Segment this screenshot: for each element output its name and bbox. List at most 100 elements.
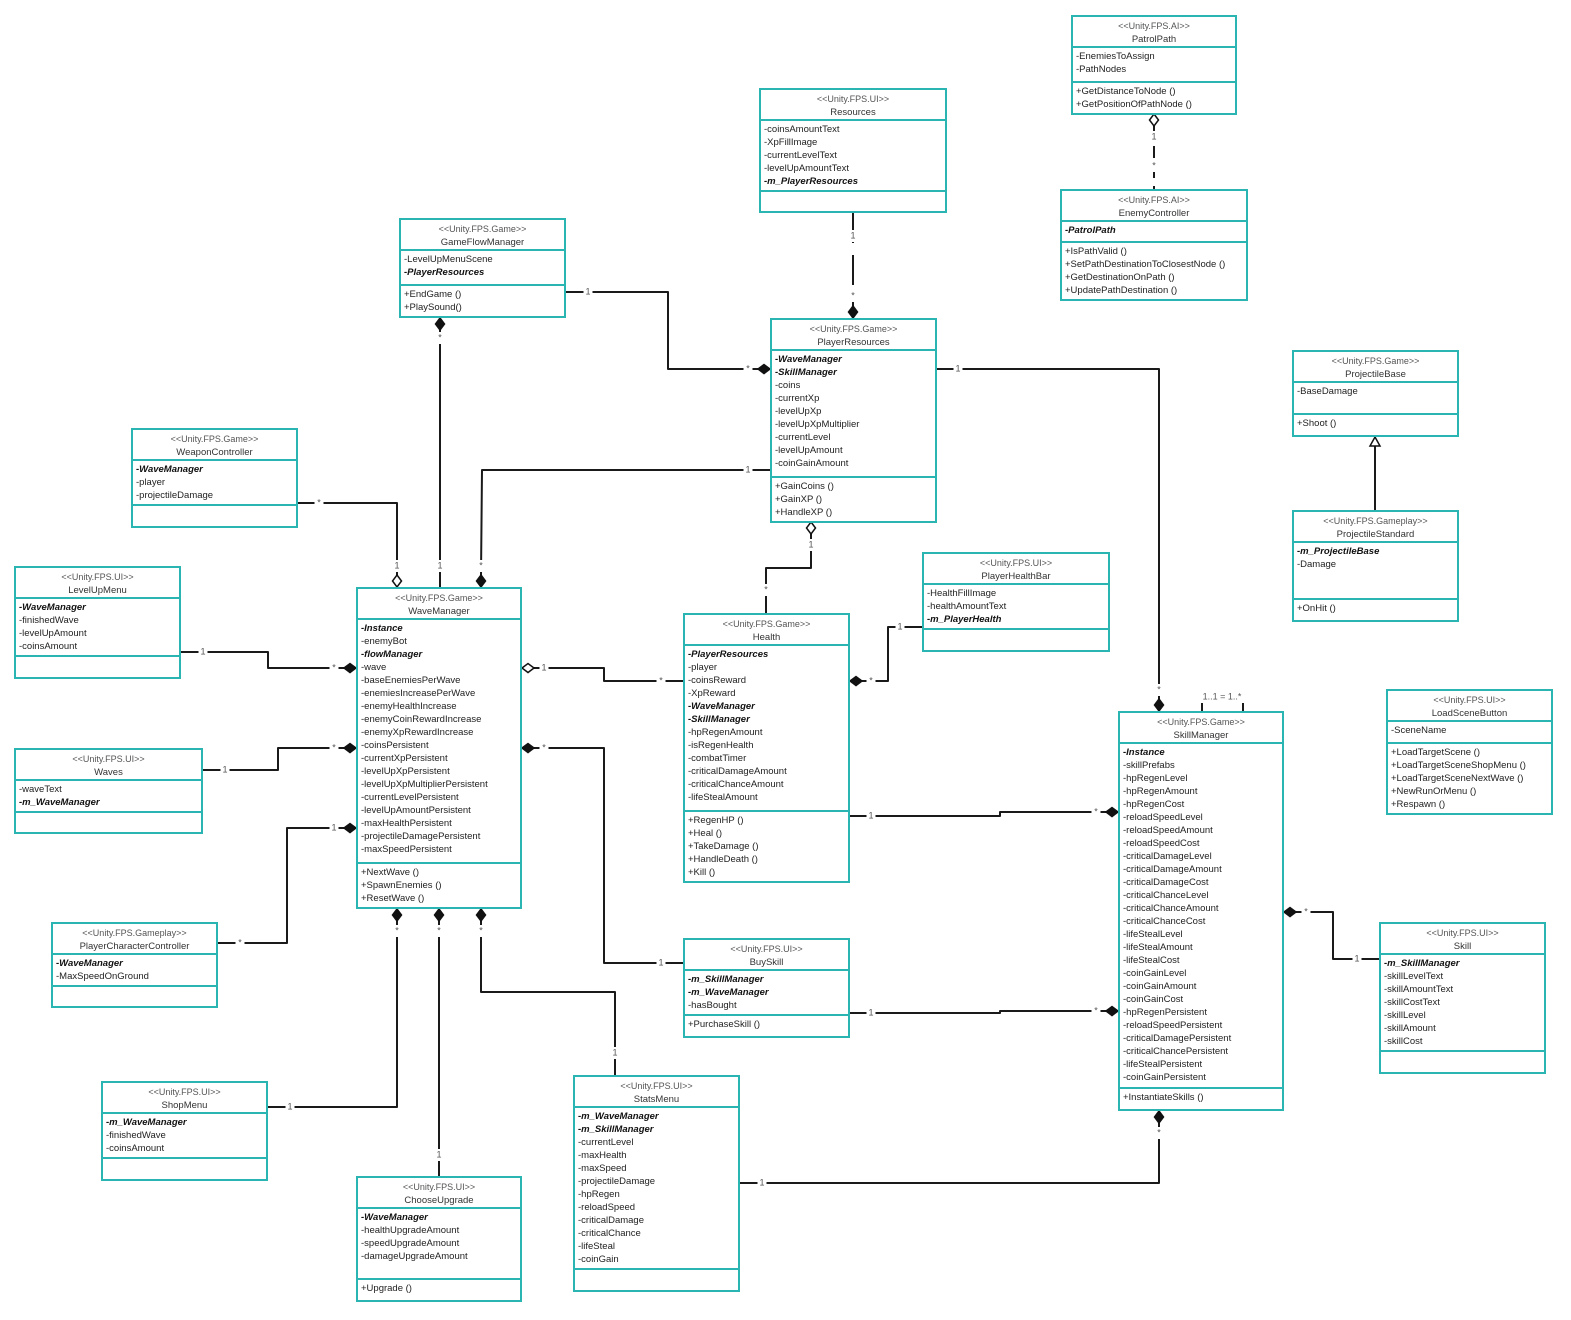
class-attribute: -skillLevel (1384, 1010, 1426, 1021)
class-attribute: -HealthFillImage (927, 588, 997, 599)
composition-diamond-icon (434, 316, 446, 332)
class-header: <<Unity.FPS.UI>>Skill (1381, 924, 1544, 955)
class-attribute: -projectileDamagePersistent (361, 831, 481, 842)
multiplicity-label: 1 (331, 822, 336, 832)
class-attribute: -levelUpAmount (19, 628, 87, 639)
class-attribute: -skillAmountText (1384, 984, 1454, 995)
multiplicity-label: * (1094, 1005, 1098, 1015)
class-methods: +EndGame ()+PlaySound() (401, 286, 564, 316)
class-name: ChooseUpgrade (404, 1195, 474, 1206)
class-method: +UpdatePathDestination () (1065, 285, 1178, 296)
multiplicity-label: * (438, 332, 442, 342)
class-projectile-standard[interactable]: <<Unity.FPS.Gameplay>>ProjectileStandard… (1292, 510, 1459, 622)
class-attribute: -m_SkillManager (578, 1124, 654, 1135)
class-stats-menu[interactable]: <<Unity.FPS.UI>>StatsMenu-m_WaveManager-… (573, 1075, 740, 1292)
class-attribute: -coinGainAmount (1123, 981, 1197, 992)
multiplicity-label: * (437, 925, 441, 935)
class-attributes: -m_WaveManager-finishedWave-coinsAmount (103, 1114, 266, 1159)
class-attribute: -coinsAmount (106, 1143, 165, 1154)
composition-diamond-icon (342, 662, 358, 674)
class-stereotype: <<Unity.FPS.UI>> (148, 1087, 221, 1097)
class-name: PlayerHealthBar (981, 571, 1051, 582)
class-attribute: -currentXp (775, 393, 820, 404)
class-patrol-path[interactable]: <<Unity.FPS.AI>>PatrolPath-EnemiesToAssi… (1071, 15, 1237, 115)
class-attributes: -HealthFillImage-healthAmountText-m_Play… (924, 585, 1108, 630)
class-attribute: -enemyXpRewardIncrease (361, 727, 474, 738)
class-header: <<Unity.FPS.AI>>PatrolPath (1073, 17, 1235, 48)
class-method: +Respawn () (1391, 799, 1446, 810)
class-projectile-base[interactable]: <<Unity.FPS.Game>>ProjectileBase-BaseDam… (1292, 350, 1459, 437)
class-skill[interactable]: <<Unity.FPS.UI>>Skill-m_SkillManager-ski… (1379, 922, 1546, 1074)
class-choose-upgrade[interactable]: <<Unity.FPS.UI>>ChooseUpgrade-WaveManage… (356, 1176, 522, 1302)
class-attribute: -skillCost (1384, 1036, 1423, 1047)
class-skill-manager[interactable]: <<Unity.FPS.Game>>SkillManager-Instance-… (1118, 711, 1284, 1111)
class-methods: +GetDistanceToNode ()+GetPositionOfPathN… (1073, 83, 1235, 113)
composition-diamond-icon (1282, 906, 1298, 918)
composition-diamond-icon (1104, 1005, 1120, 1017)
class-attribute: -lifeStealPersistent (1123, 1059, 1203, 1070)
multiplicity-label: * (1094, 806, 1098, 816)
multiplicity-label: * (317, 497, 321, 507)
class-header: <<Unity.FPS.UI>>LoadSceneButton (1388, 691, 1551, 722)
multiplicity-label: * (332, 742, 336, 752)
class-weapon-controller[interactable]: <<Unity.FPS.Game>>WeaponController-WaveM… (131, 428, 298, 528)
skillmanager-skill-line (1296, 911, 1379, 960)
class-attribute: -reloadSpeedCost (1123, 838, 1200, 849)
healthbar-health-line (862, 626, 922, 682)
class-attribute: -WaveManager (19, 602, 86, 613)
multiplicity-label: 1 (850, 230, 855, 240)
multiplicity-label: * (869, 675, 873, 685)
class-stereotype: <<Unity.FPS.AI>> (1118, 21, 1190, 31)
class-load-scene-button[interactable]: <<Unity.FPS.UI>>LoadSceneButton-SceneNam… (1386, 689, 1553, 815)
multiplicity-label: 1 (585, 286, 590, 296)
class-resources[interactable]: <<Unity.FPS.UI>>Resources-coinsAmountTex… (759, 88, 947, 213)
class-attribute: -criticalDamageAmount (688, 766, 787, 777)
health-skillmanager-line (850, 811, 1106, 817)
class-attribute: -currentLevel (775, 432, 831, 443)
class-header: <<Unity.FPS.Game>>WaveManager (358, 589, 520, 620)
class-attribute: -coinGain (578, 1254, 619, 1265)
class-enemy-controller[interactable]: <<Unity.FPS.AI>>EnemyController-PatrolPa… (1060, 189, 1248, 301)
aggregation-diamond-icon (391, 573, 403, 589)
class-attribute: -criticalChanceAmount (1123, 903, 1219, 914)
class-attribute: -finishedWave (106, 1130, 166, 1141)
waves-wavemanager-line (203, 747, 344, 771)
class-attribute: -Instance (361, 623, 403, 634)
class-attribute: -coinsPersistent (361, 740, 429, 751)
class-attribute: -baseEnemiesPerWave (361, 675, 461, 686)
class-name: ProjectileBase (1345, 369, 1406, 380)
class-stereotype: <<Unity.FPS.UI>> (72, 754, 145, 764)
class-header: <<Unity.FPS.Game>>GameFlowManager (401, 220, 564, 251)
class-method: +NextWave () (361, 867, 419, 878)
class-attributes: -LevelUpMenuScene-PlayerResources (401, 251, 564, 286)
multiplicity-label: 1 (868, 810, 873, 820)
class-shop-menu[interactable]: <<Unity.FPS.UI>>ShopMenu-m_WaveManager-f… (101, 1081, 268, 1181)
class-attribute: -criticalChance (578, 1228, 641, 1239)
class-attribute: -maxSpeedPersistent (361, 844, 452, 855)
class-waves[interactable]: <<Unity.FPS.UI>>Waves-waveText-m_WaveMan… (14, 748, 203, 834)
class-wave-manager[interactable]: <<Unity.FPS.Game>>WaveManager -Instance -e… (356, 587, 522, 909)
class-health[interactable]: <<Unity.FPS.Game>>Health-PlayerResources… (683, 613, 850, 883)
class-attribute: -wave (361, 662, 387, 673)
class-header: <<Unity.FPS.UI>>ChooseUpgrade (358, 1178, 520, 1209)
class-attributes: -m_WaveManager-m_SkillManager-currentLev… (575, 1108, 738, 1270)
class-attribute: -player (136, 477, 166, 488)
class-methods (761, 192, 945, 212)
playerresources-health-line (765, 534, 812, 613)
class-attribute: -currentXpPersistent (361, 753, 448, 764)
class-level-up-menu[interactable]: <<Unity.FPS.UI>>LevelUpMenu-WaveManager-… (14, 566, 181, 679)
class-attribute: -maxSpeed (578, 1163, 627, 1174)
class-attributes: -BaseDamage (1294, 383, 1457, 415)
class-player-resources[interactable]: <<Unity.FPS.Game>>PlayerResources-WaveMa… (770, 318, 937, 523)
class-name: Skill (1453, 941, 1472, 952)
composition-diamond-icon (1104, 806, 1120, 818)
class-buy-skill[interactable]: <<Unity.FPS.UI>>BuySkill-m_SkillManager-… (683, 938, 850, 1038)
class-attributes: -WaveManager-healthUpgradeAmount-speedUp… (358, 1209, 520, 1280)
class-name: BuySkill (749, 957, 784, 968)
class-attributes: -WaveManager-SkillManager-coins-currentX… (772, 351, 935, 478)
class-game-flow-manager[interactable]: <<Unity.FPS.Game>>GameFlowManager-LevelU… (399, 218, 566, 318)
class-player-character-controller[interactable]: <<Unity.FPS.Gameplay>>PlayerCharacterCon… (51, 922, 218, 1008)
multiplicity-label: * (764, 584, 768, 594)
class-player-health-bar[interactable]: <<Unity.FPS.UI>>PlayerHealthBar-HealthFi… (922, 552, 1110, 652)
class-attribute: -healthAmountText (927, 601, 1007, 612)
